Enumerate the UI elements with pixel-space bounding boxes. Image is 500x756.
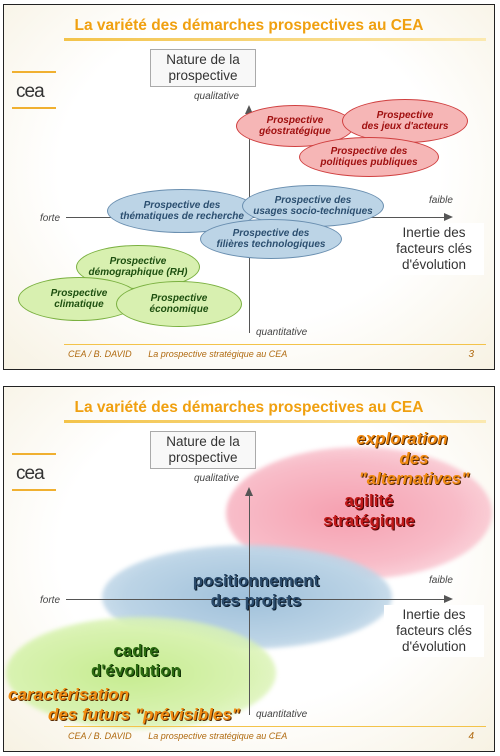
- slide-4: La variété des démarches prospectives au…: [3, 386, 495, 752]
- economique-line-2: économique: [149, 304, 209, 315]
- usages-line-2: usages socio-techniques: [253, 206, 373, 217]
- vertical-axis-arrow: [245, 487, 253, 496]
- logo-text: cea: [16, 463, 45, 484]
- jeux-acteurs-line-1: Prospective: [376, 110, 434, 121]
- nature-line-1: Nature de la: [166, 434, 240, 449]
- exploration-line-1: exploration: [356, 429, 448, 448]
- economique-line-1: Prospective: [150, 293, 208, 304]
- footer: CEA / B. DAVID La prospective stratégiqu…: [68, 731, 301, 741]
- logo-bottom-rule: [12, 107, 56, 109]
- footer-subtitle: La prospective stratégique au CEA: [148, 731, 288, 741]
- politiques-line-1: Prospective des: [330, 146, 408, 157]
- text-caracterisation: caractérisation des futurs "prévisibles": [8, 685, 248, 725]
- footer-author: CEA / B. DAVID: [68, 349, 132, 359]
- inertie-box: Inertie des facteurs clés d'évolution: [384, 605, 484, 657]
- nature-line-1: Nature de la: [166, 52, 240, 67]
- inertie-line-2: facteurs clés: [396, 623, 472, 638]
- axis-label-faible: faible: [429, 575, 453, 586]
- axis-label-qualitative: qualitative: [194, 473, 240, 484]
- filieres-line-1: Prospective des: [232, 228, 310, 239]
- demographique-line-1: Prospective: [109, 256, 167, 267]
- footer: CEA / B. DAVID La prospective stratégiqu…: [68, 349, 301, 359]
- logo-top-rule: [12, 71, 56, 73]
- jeux-acteurs-line-2: des jeux d'acteurs: [361, 121, 449, 132]
- axis-label-qualitative: qualitative: [194, 91, 240, 102]
- axis-label-quantitative: quantitative: [256, 709, 308, 720]
- inertie-box: Inertie des facteurs clés d'évolution: [384, 223, 484, 275]
- climatique-line-2: climatique: [54, 299, 104, 310]
- positionnement-line-2: des projets: [210, 591, 302, 610]
- thematiques-line-1: Prospective des: [143, 200, 221, 211]
- text-exploration: exploration des "alternatives": [322, 429, 482, 489]
- text-positionnement: positionnement des projets: [176, 571, 336, 611]
- axis-label-quantitative: quantitative: [256, 327, 308, 338]
- text-cadre: cadre d'évolution: [76, 641, 196, 681]
- caracterisation-line-2: des futurs "prévisibles": [48, 705, 240, 724]
- nature-line-2: prospective: [168, 450, 238, 465]
- demographique-line-2: démographique (RH): [88, 267, 188, 278]
- cea-logo: cea: [12, 71, 56, 109]
- inertie-line-3: d'évolution: [401, 257, 467, 272]
- nature-line-2: prospective: [168, 68, 238, 83]
- caracterisation-line-1: caractérisation: [8, 685, 129, 704]
- axis-label-faible: faible: [429, 195, 453, 206]
- slide-title: La variété des démarches prospectives au…: [74, 17, 424, 34]
- text-agilite: agilité stratégique: [304, 491, 434, 531]
- slide-3: La variété des démarches prospectives au…: [3, 4, 495, 370]
- page-number: 4: [468, 731, 474, 742]
- cadre-line-1: cadre: [113, 641, 159, 660]
- footer-author: CEA / B. DAVID: [68, 731, 132, 741]
- vertical-axis-arrow: [245, 105, 253, 114]
- cadre-line-2: d'évolution: [91, 661, 181, 680]
- exploration-line-2: des "alternatives": [358, 449, 470, 488]
- thematiques-line-2: thématiques de recherche: [120, 211, 244, 222]
- usages-line-1: Prospective des: [274, 195, 352, 206]
- axis-label-forte: forte: [40, 213, 61, 224]
- footer-subtitle: La prospective stratégique au CEA: [148, 349, 288, 359]
- inertie-line-1: Inertie des: [402, 607, 466, 622]
- geostrategique-line-1: Prospective: [266, 115, 324, 126]
- title-underline: [64, 420, 486, 423]
- geostrategique-line-2: géostratégique: [259, 126, 331, 137]
- inertie-line-3: d'évolution: [401, 639, 467, 654]
- page-number: 3: [468, 349, 474, 360]
- footer-rule: [64, 344, 486, 345]
- inertie-line-1: Inertie des: [402, 225, 466, 240]
- blob-cadre: [6, 617, 276, 729]
- axis-label-forte: forte: [40, 595, 61, 606]
- logo-top-rule: [12, 453, 56, 455]
- vertical-axis: [249, 495, 250, 715]
- footer-rule: [64, 726, 486, 727]
- climatique-line-1: Prospective: [50, 288, 108, 299]
- slide-title: La variété des démarches prospectives au…: [74, 399, 424, 416]
- horizontal-axis: [66, 599, 444, 600]
- logo-text: cea: [16, 81, 45, 102]
- politiques-line-2: politiques publiques: [320, 157, 418, 168]
- nature-prospective-box: Nature de la prospective: [150, 49, 256, 87]
- filieres-line-2: filières technologiques: [216, 239, 326, 250]
- horizontal-axis-arrow: [444, 595, 453, 603]
- logo-bottom-rule: [12, 489, 56, 491]
- horizontal-axis-arrow: [444, 213, 453, 221]
- positionnement-line-1: positionnement: [192, 571, 320, 590]
- cea-logo: cea: [12, 453, 56, 491]
- nature-prospective-box: Nature de la prospective: [150, 431, 256, 469]
- inertie-line-2: facteurs clés: [396, 241, 472, 256]
- agilite-line-1: agilité: [344, 491, 394, 510]
- agilite-line-2: stratégique: [323, 511, 415, 530]
- title-underline: [64, 38, 486, 41]
